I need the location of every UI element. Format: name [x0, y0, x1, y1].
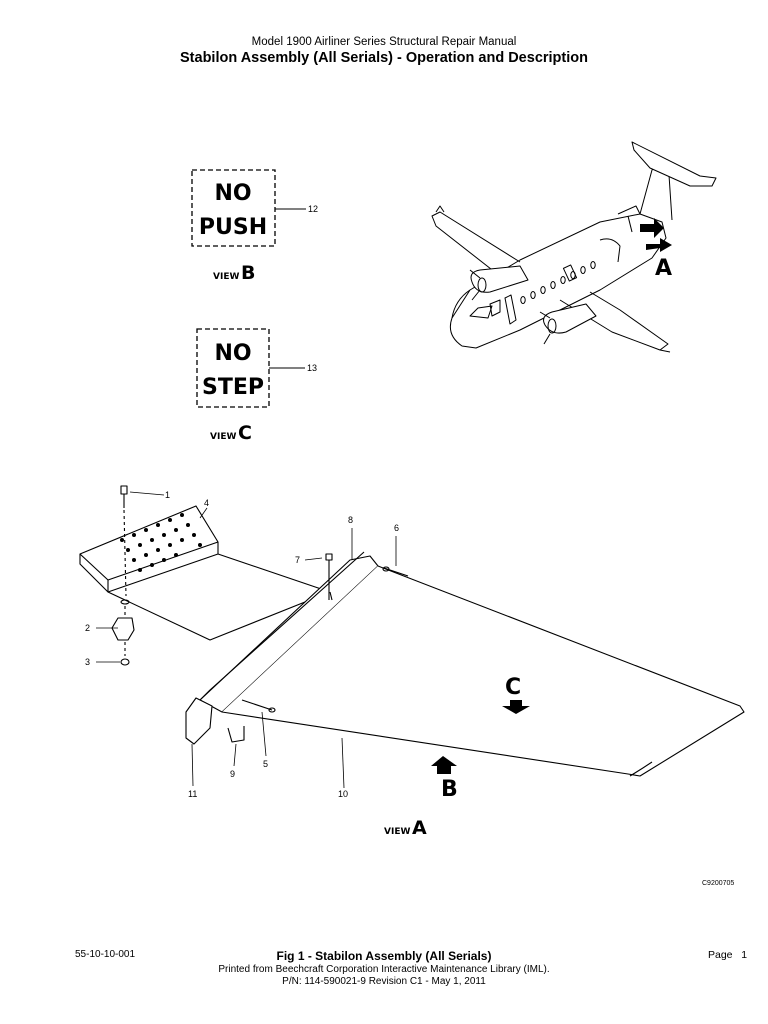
callout-13: 13: [307, 363, 317, 373]
no-step-line1: NO: [214, 341, 251, 366]
no-step-line2: STEP: [202, 375, 264, 400]
callout-9: 9: [230, 769, 235, 779]
doc-number: 55-10-10-001: [75, 949, 136, 960]
view-a-letter: A: [412, 817, 427, 839]
callout-7: 7: [295, 555, 300, 565]
callout-10: 10: [338, 789, 348, 799]
figure-caption: Fig 1 - Stabilon Assembly (All Serials): [276, 949, 492, 963]
arrow-up-icon: [431, 756, 457, 774]
view-c-marker: C: [502, 675, 530, 714]
page-number: 1: [741, 949, 748, 961]
page-label: Page: [708, 949, 733, 961]
printed-from-note: Printed from Beechcraft Corporation Inte…: [218, 964, 550, 975]
view-a-prefix: VIEW: [384, 827, 410, 837]
airplane-drawing: [431, 141, 717, 353]
view-c-prefix: VIEW: [210, 432, 236, 442]
callout-6: 6: [394, 523, 399, 533]
no-push-line2: PUSH: [199, 215, 267, 240]
callout-leaders: [96, 491, 397, 789]
arrow-down-icon: [502, 700, 530, 714]
callout-numbers: 1 2 3 4 5 6 7 8 9 10 11: [85, 490, 399, 799]
airplane-view-a-marker: A: [655, 256, 672, 281]
callout-12: 12: [308, 204, 318, 214]
view-b-label: VIEW B: [213, 262, 255, 284]
view-c-label: VIEW C: [210, 422, 252, 444]
no-push-sign: NO PUSH 12: [191, 169, 318, 247]
callout-5: 5: [263, 759, 268, 769]
marker-c-letter: C: [505, 675, 521, 700]
view-c-letter: C: [238, 422, 252, 444]
section-title: Stabilon Assembly (All Serials) - Operat…: [180, 50, 588, 66]
callout-3: 3: [85, 657, 90, 667]
view-b-prefix: VIEW: [213, 272, 239, 282]
no-step-sign: NO STEP 13: [196, 328, 317, 408]
callout-11: 11: [188, 789, 197, 799]
view-b-letter: B: [241, 262, 255, 284]
manual-title: Model 1900 Airliner Series Structural Re…: [251, 36, 517, 48]
view-a-label: VIEW A: [384, 817, 427, 839]
page-indicator: Page 1: [708, 949, 747, 961]
view-b-marker: B: [431, 756, 458, 802]
airplane-arrows: A: [640, 218, 672, 281]
no-push-line1: NO: [214, 181, 251, 206]
callout-1: 1: [165, 490, 170, 500]
callout-2: 2: [85, 623, 90, 633]
callout-4: 4: [204, 498, 209, 508]
marker-b-letter: B: [441, 777, 458, 802]
cabin-windows: [520, 261, 596, 304]
plate-holes: [120, 513, 202, 572]
stabilon-assembly: [79, 485, 745, 777]
part-number: P/N: 114-590021-9 Revision C1 - May 1, 2…: [282, 976, 486, 987]
illustration-code: C9200705: [702, 880, 735, 887]
callout-8: 8: [348, 515, 353, 525]
